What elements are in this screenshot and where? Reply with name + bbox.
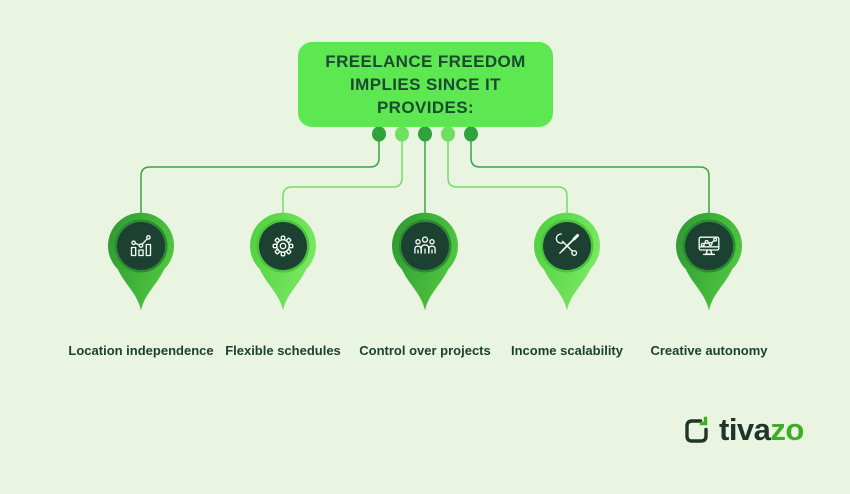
connector-dot-4 — [441, 126, 455, 142]
pin-flexible-schedules — [250, 212, 316, 311]
tools-icon — [555, 233, 579, 256]
connector-line-2 — [282, 136, 403, 213]
pin-inner-circle — [685, 222, 733, 270]
title-line: FREELANCE FREEDOM — [325, 52, 526, 71]
tivazo-logo-text: tivazo — [719, 411, 804, 449]
logo-text-green: zo — [770, 412, 804, 447]
branch-label-creative-autonomy: Creative autonomy — [650, 343, 768, 358]
title-line: IMPLIES SINCE IT — [350, 75, 501, 94]
connector-dot-5 — [464, 126, 478, 142]
branch-label-income-scalability: Income scalability — [511, 343, 623, 358]
pin-creative-autonomy — [676, 212, 742, 311]
connector-dot-2 — [395, 126, 409, 142]
tivazo-logo-icon — [685, 416, 708, 443]
connector-dot-3 — [418, 126, 432, 142]
connector-line-4 — [447, 136, 568, 213]
analytics-chart-icon — [130, 235, 152, 257]
branch-label-flexible-schedules: Flexible schedules — [225, 343, 341, 358]
pin-inner-circle — [401, 222, 449, 270]
pin-location-independence — [108, 212, 174, 311]
tivazo-logo: tivazo — [681, 411, 804, 449]
connector-line-5 — [470, 136, 710, 213]
monitor-chart-icon — [698, 236, 720, 256]
connector-line-1 — [140, 136, 380, 213]
title-line: PROVIDES: — [376, 98, 475, 117]
connector-dot-1 — [372, 126, 386, 142]
gear-icon — [272, 235, 294, 257]
pin-income-scalability — [534, 212, 600, 311]
logo-text-dark: tiva — [719, 412, 771, 447]
pin-inner-circle — [259, 222, 307, 270]
pin-control-over-projects — [392, 212, 458, 311]
team-icon — [414, 236, 436, 254]
branch-label-location-independence: Location independence — [68, 343, 214, 358]
branch-label-control-over-projects: Control over projects — [359, 343, 491, 358]
title-card: FREELANCE FREEDOM IMPLIES SINCE IT PROVI… — [298, 42, 553, 127]
